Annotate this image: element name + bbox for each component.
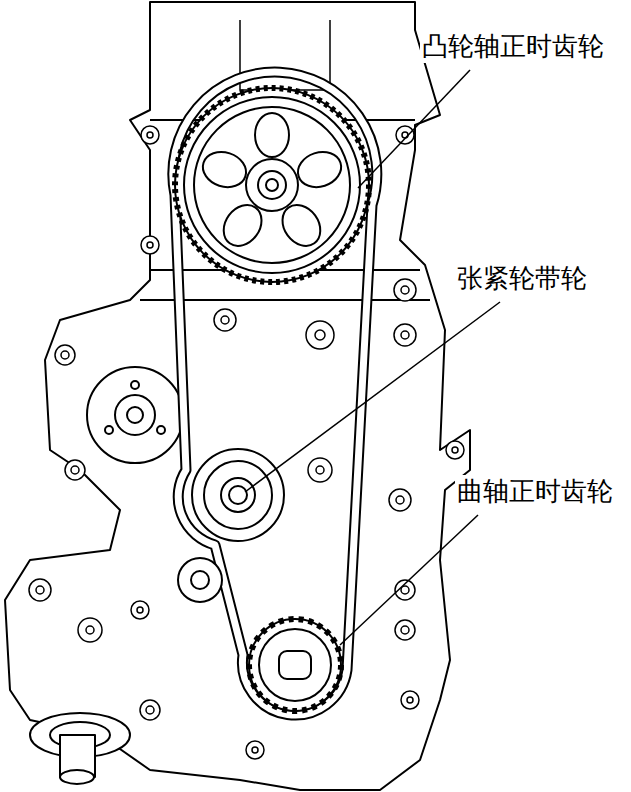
leader-line [340, 515, 478, 645]
leader-line [245, 302, 500, 492]
part-label: 凸轮轴正时齿轮 [420, 30, 606, 63]
leader-line [358, 70, 470, 188]
part-label: 曲轴正时齿轮 [455, 475, 615, 508]
part-label: 张紧轮带轮 [455, 262, 589, 295]
